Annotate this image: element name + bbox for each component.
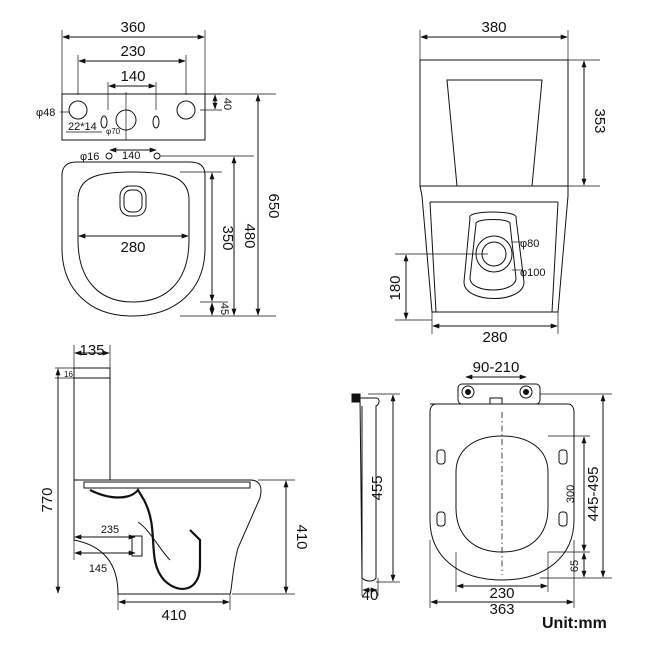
tank-hole-left bbox=[68, 100, 88, 120]
dim-inner-length: 300 bbox=[565, 485, 577, 503]
dim-tank-depth: 40 bbox=[221, 98, 233, 110]
label-fixing-hole: φ16 bbox=[80, 151, 99, 163]
side-tank bbox=[73, 367, 111, 481]
dim-front-width: 380 bbox=[481, 19, 506, 36]
side-view: 135 16 770 410 235 145 410 bbox=[39, 342, 310, 624]
dim-bowl-width: 280 bbox=[120, 239, 145, 256]
label-outlet-outer: φ100 bbox=[520, 267, 546, 279]
dim-center-length: 480 bbox=[241, 223, 258, 248]
front-trap bbox=[463, 211, 525, 299]
dim-outlet-height: 180 bbox=[387, 275, 404, 300]
dim-tank-height: 353 bbox=[591, 108, 608, 133]
tank-hole-right bbox=[176, 100, 196, 120]
top-view: 360 230 140 φ48 22*14 φ70 40 φ16 140 bbox=[36, 19, 282, 317]
dim-top-width: 360 bbox=[120, 19, 145, 36]
seat-opening bbox=[455, 435, 549, 553]
label-slot-size: 22*14 bbox=[68, 121, 97, 133]
side-trapway bbox=[89, 488, 202, 590]
dim-outlet-offset-2: 145 bbox=[89, 563, 107, 575]
seat-view: 455 40 90-210 300 445-495 65 bbox=[351, 359, 612, 618]
dim-hole-spacing-inner: 140 bbox=[120, 68, 145, 85]
bowl-outline bbox=[61, 161, 206, 317]
tank-outline bbox=[61, 93, 206, 141]
unit-label: Unit:mm bbox=[542, 615, 607, 632]
dim-front-base-width: 280 bbox=[482, 329, 507, 346]
dim-total-height: 770 bbox=[39, 487, 56, 512]
label-hole-diameter: φ48 bbox=[36, 107, 55, 119]
dim-bowl-length: 350 bbox=[219, 225, 236, 250]
front-pedestal-outline bbox=[419, 185, 569, 313]
label-outlet-diameter: φ80 bbox=[520, 238, 539, 250]
dim-hinge-range: 90-210 bbox=[473, 359, 520, 376]
dim-seat-height: 455 bbox=[369, 475, 386, 500]
bowl-inner bbox=[77, 171, 190, 303]
front-view: 380 φ80 φ100 353 180 280 bbox=[387, 19, 608, 346]
dim-inner-width: 230 bbox=[489, 585, 514, 602]
seat-side-profile bbox=[359, 397, 380, 582]
dim-side-tank-depth: 135 bbox=[79, 342, 104, 359]
dim-front-offset: 45 bbox=[218, 303, 230, 315]
dim-length-range: 445-495 bbox=[585, 466, 602, 521]
front-tank-outline bbox=[419, 59, 569, 187]
dim-side-depth: 410 bbox=[161, 607, 186, 624]
dim-lid-thickness: 16 bbox=[64, 370, 73, 379]
dim-outlet-offset-1: 235 bbox=[101, 524, 119, 536]
dim-hole-spacing-outer: 230 bbox=[120, 43, 145, 60]
seat-outline bbox=[429, 403, 575, 581]
dim-seat-thickness: 40 bbox=[362, 587, 379, 604]
dim-fixing-spacing: 140 bbox=[122, 150, 140, 162]
dim-bowl-height: 410 bbox=[293, 524, 310, 549]
label-center-hole: φ70 bbox=[106, 127, 121, 136]
dim-outer-width: 363 bbox=[489, 601, 514, 618]
dim-rear-offset: 65 bbox=[569, 560, 581, 572]
dim-total-length: 650 bbox=[265, 193, 282, 218]
